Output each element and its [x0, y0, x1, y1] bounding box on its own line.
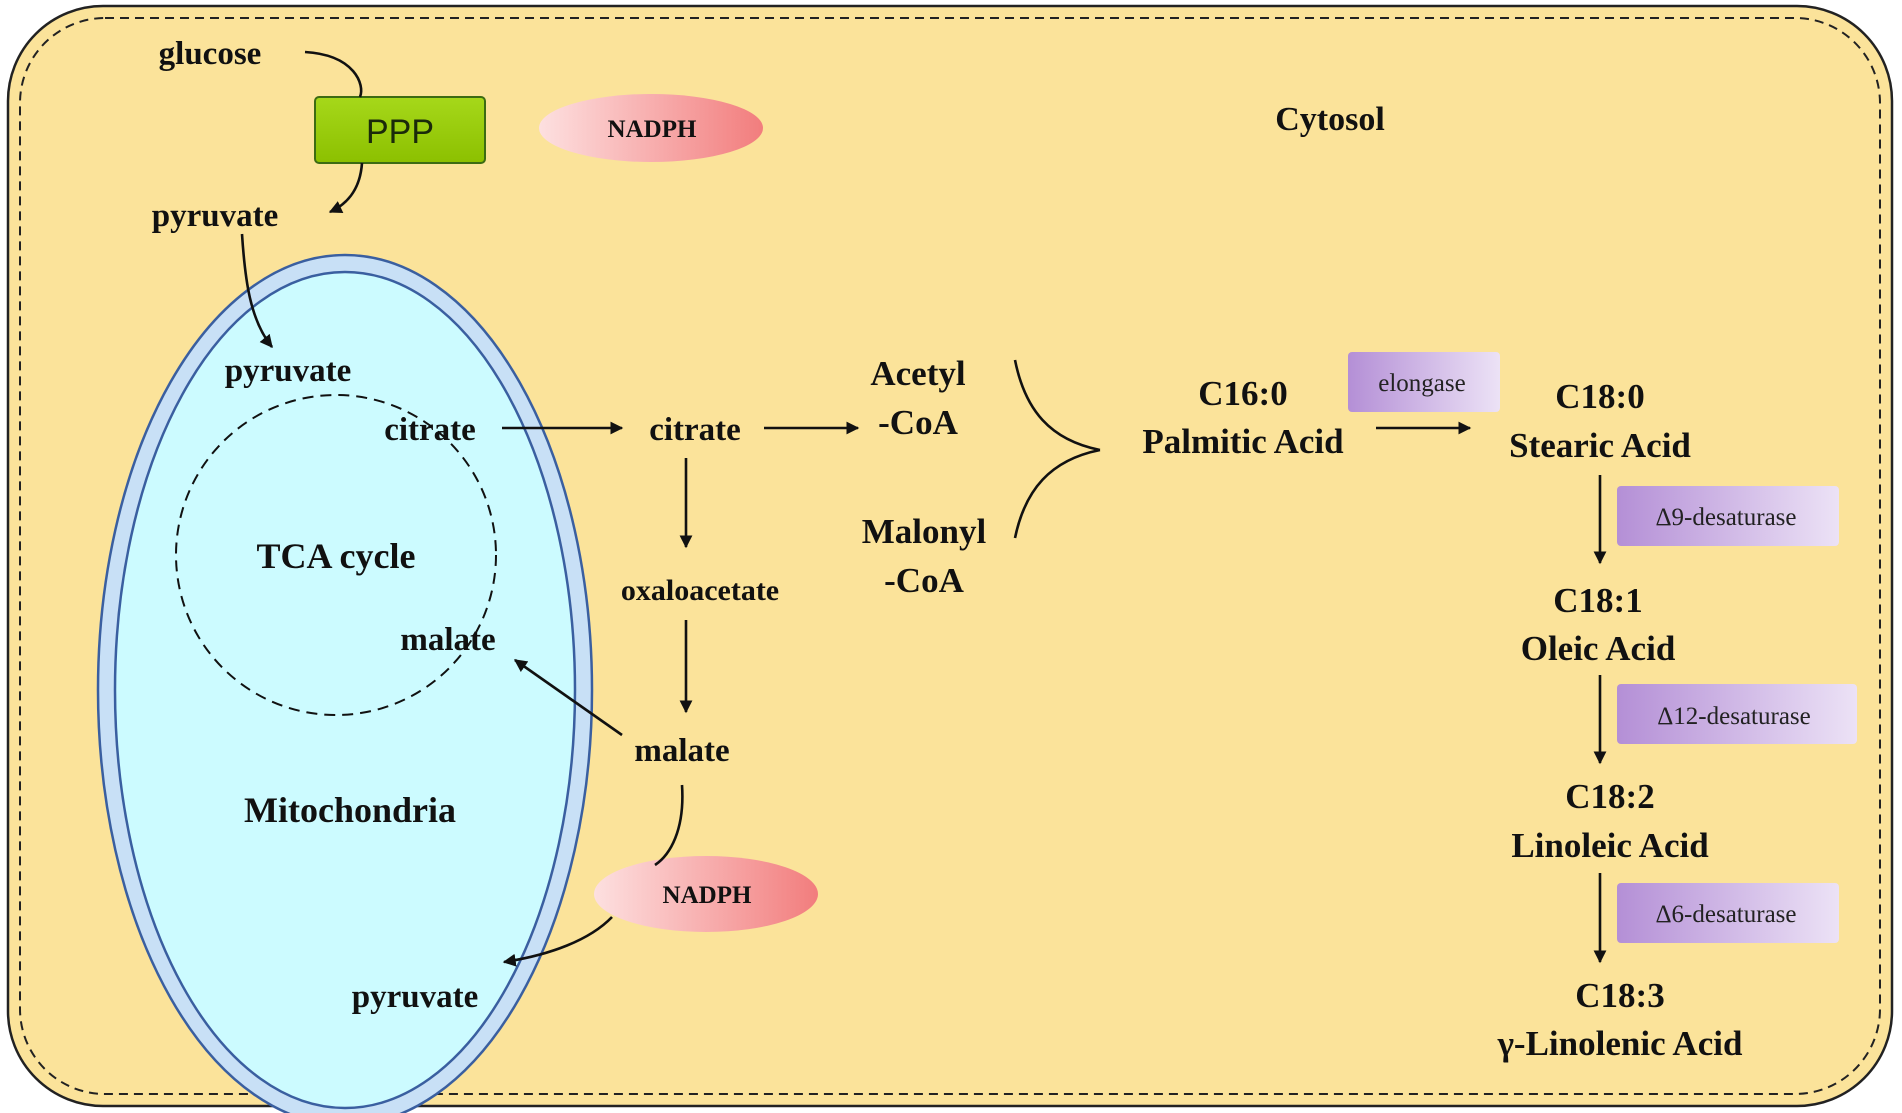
- ppp-box: [314, 96, 486, 164]
- fatty-acid-name-stearic: Stearic Acid: [1509, 426, 1691, 465]
- mitochondria-label: Mitochondria: [244, 790, 456, 830]
- nadph-label-top: NADPH: [608, 116, 697, 143]
- arrow-glucose-to-ppp: [304, 50, 363, 98]
- acetyl-coa-line1: Acetyl: [870, 354, 966, 393]
- d12-desaturase-label: Δ12-desaturase: [1657, 703, 1811, 730]
- pyruvate-bottom-label: pyruvate: [352, 979, 479, 1015]
- glucose-label: glucose: [159, 36, 262, 72]
- elongase-box: [1348, 352, 1500, 412]
- citrate-mito-label: citrate: [384, 412, 476, 448]
- pyruvate-mito-label: pyruvate: [225, 353, 352, 389]
- fatty-acid-code-c18-3: C18:3: [1575, 976, 1664, 1015]
- tca-cycle-circle: [175, 394, 497, 716]
- fatty-acid-name-gamma-linolenic: γ-Linolenic Acid: [1497, 1024, 1743, 1063]
- d6-desaturase-label: Δ6-desaturase: [1655, 901, 1796, 928]
- tca-cycle-label: TCA cycle: [257, 536, 416, 576]
- fatty-acid-code-c18-2: C18:2: [1565, 777, 1654, 816]
- arrow-pyruvate-into-mito: [240, 233, 274, 349]
- arrow-malate-to-pyruvate: [504, 784, 684, 962]
- fatty-acid-code-c18-0: C18:0: [1555, 377, 1644, 416]
- fatty-acid-code-c18-1: C18:1: [1553, 581, 1642, 620]
- nadph-label-bottom: NADPH: [663, 882, 752, 909]
- bracket-acetyl-malonyl: [1013, 359, 1101, 539]
- citrate-cytosol-label: citrate: [649, 412, 741, 448]
- d9-desaturase-box: [1617, 486, 1839, 546]
- d9-desaturase-label: Δ9-desaturase: [1655, 504, 1796, 531]
- nadph-oval-bottom: [594, 856, 818, 932]
- nadph-oval-top: [539, 94, 763, 162]
- cytosol-label: Cytosol: [1275, 101, 1385, 138]
- elongase-label: elongase: [1378, 370, 1465, 397]
- fatty-acid-name-oleic: Oleic Acid: [1521, 629, 1676, 668]
- fatty-acid-name-palmitic: Palmitic Acid: [1142, 422, 1344, 461]
- acetyl-coa-line2: -CoA: [878, 403, 958, 442]
- malonyl-coa-line1: Malonyl: [862, 512, 987, 551]
- ppp-label: PPP: [366, 113, 434, 151]
- oxaloacetate-label: oxaloacetate: [621, 574, 779, 607]
- d12-desaturase-box: [1617, 684, 1857, 744]
- d6-desaturase-box: [1617, 883, 1839, 943]
- arrow-ppp-to-pyruvate: [328, 162, 364, 214]
- malate-mito-label: malate: [400, 622, 495, 658]
- arrow-malate-into-mito: [513, 658, 623, 737]
- fatty-acid-code-c16-0: C16:0: [1198, 374, 1287, 413]
- mitochondrion: [96, 253, 594, 1113]
- pyruvate-cytosol-label: pyruvate: [152, 198, 279, 234]
- fatty-acid-name-linoleic: Linoleic Acid: [1511, 826, 1709, 865]
- malate-cytosol-label: malate: [634, 733, 729, 769]
- malonyl-coa-line2: -CoA: [884, 561, 964, 600]
